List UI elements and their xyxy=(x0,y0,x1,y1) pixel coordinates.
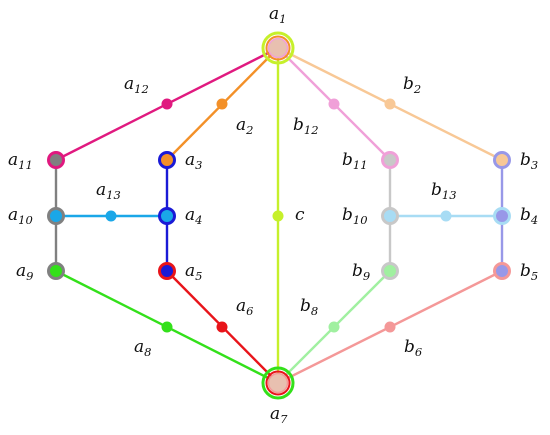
node-c xyxy=(272,210,284,222)
label-b10: b10 xyxy=(342,205,368,227)
label-a12: a12 xyxy=(124,74,149,96)
label-a1: a1 xyxy=(269,4,286,26)
label-a6: a6 xyxy=(236,296,253,318)
node-b10 xyxy=(381,207,399,225)
label-b4: b4 xyxy=(520,205,538,227)
node-a13 xyxy=(105,210,117,222)
node-b8 xyxy=(328,321,340,333)
label-c: c xyxy=(295,205,305,225)
label-b12: b12 xyxy=(293,115,319,137)
labels: a1 a12 a2 b12 b2 a11 a3 b11 b3 a13 b13 a… xyxy=(8,4,538,426)
label-b6: b6 xyxy=(404,337,422,359)
node-a4 xyxy=(158,207,176,225)
midpoint-nodes xyxy=(105,98,452,333)
node-b4 xyxy=(493,207,511,225)
label-b2: b2 xyxy=(403,74,421,96)
node-b5 xyxy=(493,262,511,280)
label-a9: a9 xyxy=(16,261,33,283)
node-a5 xyxy=(158,262,176,280)
node-a1 xyxy=(261,31,295,65)
node-b13 xyxy=(440,210,452,222)
node-b12 xyxy=(328,98,340,110)
label-b13: b13 xyxy=(431,180,457,202)
label-a3: a3 xyxy=(185,150,202,172)
label-b11: b11 xyxy=(342,150,368,172)
node-b6 xyxy=(384,321,396,333)
label-a4: a4 xyxy=(185,205,202,227)
node-a11 xyxy=(47,151,65,169)
node-a7 xyxy=(261,366,295,400)
node-b3 xyxy=(493,151,511,169)
node-b9 xyxy=(381,262,399,280)
ringed-nodes xyxy=(47,151,511,280)
node-a9 xyxy=(47,262,65,280)
node-b2 xyxy=(384,98,396,110)
label-a8: a8 xyxy=(134,337,151,359)
label-b5: b5 xyxy=(520,261,538,283)
label-a7: a7 xyxy=(270,404,288,426)
node-b11 xyxy=(381,151,399,169)
node-a6 xyxy=(216,321,228,333)
label-b3: b3 xyxy=(520,150,538,172)
node-a8 xyxy=(161,321,173,333)
label-b8: b8 xyxy=(300,296,318,318)
label-a13: a13 xyxy=(96,180,121,202)
label-a10: a10 xyxy=(8,205,33,227)
label-a5: a5 xyxy=(185,261,202,283)
label-a11: a11 xyxy=(8,150,33,172)
label-b9: b9 xyxy=(352,261,370,283)
node-a2 xyxy=(216,98,228,110)
node-a12 xyxy=(161,98,173,110)
label-a2: a2 xyxy=(236,115,253,137)
node-a3 xyxy=(158,151,176,169)
node-a10 xyxy=(47,207,65,225)
